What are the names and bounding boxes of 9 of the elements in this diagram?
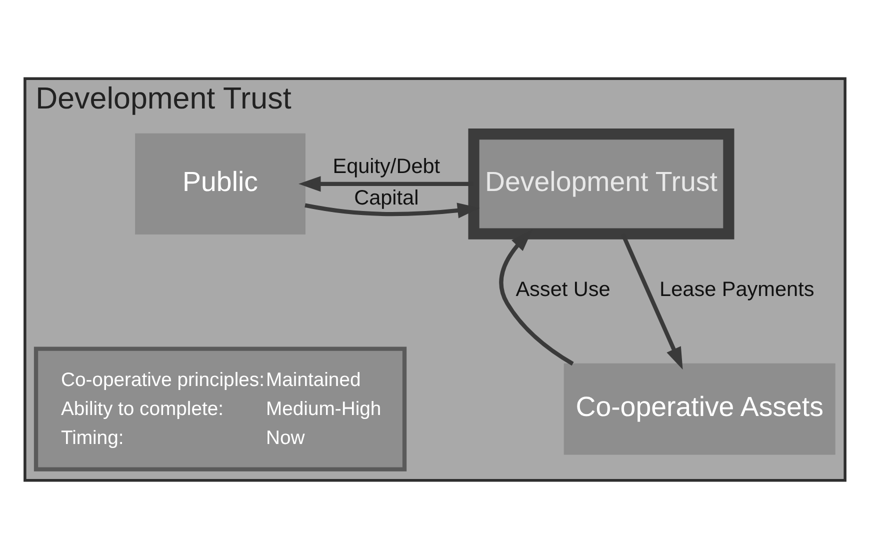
node-box: Public <box>135 132 306 234</box>
node-box: Co-operative principles:Maintained Ability to complete: Medium-High Timing: Now <box>34 346 407 471</box>
edge-label: Lease Payments <box>660 278 814 301</box>
node-box: Development Trust <box>468 128 734 239</box>
node-box: Co-operative Assets <box>564 362 836 454</box>
edge-label: Equity/Debt <box>332 154 440 178</box>
edge-label: Asset Use <box>516 278 610 301</box>
edge-label: Capital <box>354 186 419 210</box>
arrow <box>304 202 480 218</box>
